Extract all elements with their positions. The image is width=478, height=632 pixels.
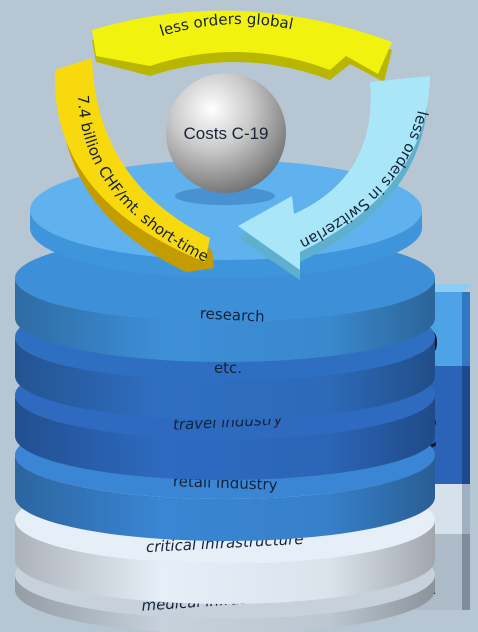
sphere-shadow: [175, 187, 275, 205]
ring-right-body: [238, 76, 430, 270]
layer-3-shade: [15, 395, 435, 480]
layer-stack: medical infrastructure critical infrastr…: [15, 160, 435, 632]
sphere-label: Costs C-19: [183, 124, 268, 143]
layer-6-shade: [15, 575, 435, 632]
layer-2-shade: [15, 337, 435, 420]
tab-b-side: [462, 482, 470, 534]
top-disk-side: [30, 210, 422, 278]
ring-top-arrow: less orders global: [92, 10, 392, 82]
ring-left-body: [54, 58, 210, 262]
layer-2-label: etc.: [214, 359, 242, 377]
cost-sphere: Costs C-19: [166, 73, 286, 205]
layer-5-shade: [15, 520, 435, 604]
tab-a-side: [462, 532, 470, 610]
tab-d-side: [462, 292, 470, 366]
sphere-ball: [166, 73, 286, 193]
tab-c-side: [462, 364, 470, 484]
layer-4-shade: [15, 455, 435, 541]
layer-1-label: research: [199, 304, 265, 325]
layer-1-shade: [15, 278, 435, 362]
ring-top-body: [92, 10, 392, 74]
